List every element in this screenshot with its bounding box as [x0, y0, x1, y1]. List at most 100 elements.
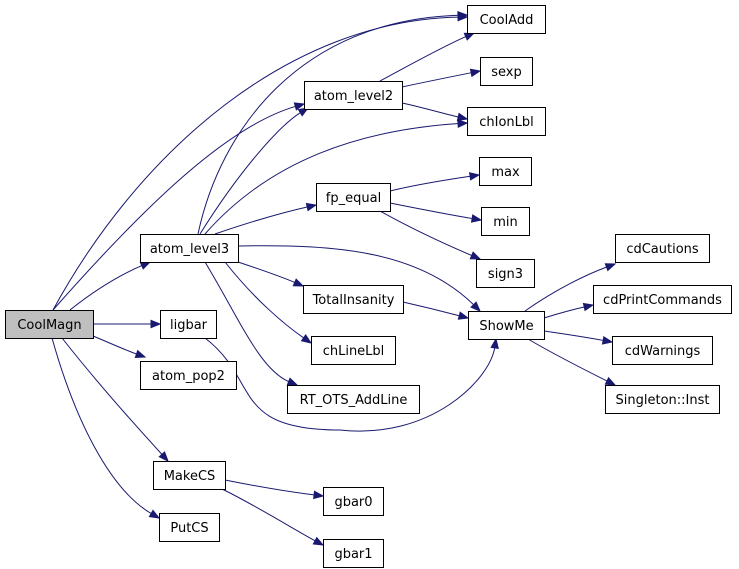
node-min[interactable]: min [481, 207, 530, 236]
node-label: min [493, 215, 518, 230]
node-box [323, 487, 384, 516]
node-label: gbar0 [334, 495, 372, 510]
edge-totalinsanity-to-showme [402, 301, 461, 317]
arrowhead-icon [305, 202, 318, 212]
node-label: chIonLbl [479, 115, 534, 130]
arrowhead-icon [457, 10, 469, 20]
edge-fp_equal-to-min [389, 202, 474, 220]
arrowhead-icon [312, 536, 325, 546]
node-cooladd[interactable]: CoolAdd [467, 5, 546, 34]
arrowhead-icon [158, 451, 169, 462]
node-box [467, 107, 546, 136]
edge-makecs-to-gbar0 [224, 479, 316, 496]
node-box [615, 234, 710, 263]
node-fp_equal[interactable]: fp_equal [316, 183, 391, 212]
node-label: RT_OTS_AddLine [300, 393, 408, 408]
node-label: cdPrintCommands [603, 293, 722, 308]
node-cdwarnings[interactable]: cdWarnings [612, 336, 713, 365]
node-box [311, 336, 396, 365]
edge-atom_level2-to-sexp [401, 72, 473, 88]
node-cdcautions[interactable]: cdCautions [615, 234, 710, 263]
arrowhead-icon [150, 319, 162, 329]
edge-atom_level3-to-chionlbl [204, 123, 460, 235]
arrowhead-icon [469, 68, 482, 78]
node-showme[interactable]: ShowMe [468, 311, 545, 340]
node-coolmagn[interactable]: CoolMagn [5, 310, 94, 339]
arrowhead-icon [457, 311, 470, 320]
node-box [479, 157, 532, 186]
node-atom_pop2[interactable]: atom_pop2 [140, 361, 237, 390]
node-label: MakeCS [164, 469, 216, 484]
node-cdprintcommands[interactable]: cdPrintCommands [593, 285, 732, 314]
edge-coolmagn-to-makecs [61, 337, 163, 456]
node-sign3[interactable]: sign3 [476, 259, 535, 288]
node-box [476, 259, 535, 288]
node-atom_level3[interactable]: atom_level3 [140, 234, 239, 263]
arrowhead-icon [470, 301, 481, 312]
node-label: max [491, 165, 520, 180]
edge-showme-to-cdcautions [524, 266, 608, 312]
node-label: fp_equal [326, 191, 381, 206]
arrowhead-icon [300, 334, 313, 344]
node-putcs[interactable]: PutCS [159, 513, 220, 542]
node-box [481, 207, 530, 236]
arrowhead-icon [313, 490, 325, 500]
edge-fp_equal-to-max [389, 175, 472, 192]
node-label: TotalInsanity [312, 293, 395, 308]
node-label: atom_level2 [314, 89, 393, 104]
node-label: atom_level3 [150, 242, 229, 257]
arrowhead-icon [293, 102, 306, 111]
node-atom_level2[interactable]: atom_level2 [304, 81, 403, 110]
node-label: atom_pop2 [152, 369, 225, 384]
node-gbar0[interactable]: gbar0 [323, 487, 384, 516]
arrowhead-icon [490, 337, 499, 350]
arrowhead-icon [463, 32, 476, 41]
edge-coolmagn-to-cooladd [52, 16, 460, 311]
node-box [323, 539, 384, 568]
node-label: cdWarnings [625, 344, 701, 359]
node-box [287, 385, 420, 414]
node-label: gbar1 [334, 547, 372, 562]
edge-atom_level3-to-fp_equal [214, 206, 309, 235]
arrowhead-icon [139, 261, 152, 270]
edge-atom_level2-to-cooladd [379, 35, 467, 82]
node-box [159, 513, 220, 542]
node-label: chLineLbl [323, 344, 385, 359]
node-label: cdCautions [626, 242, 699, 257]
node-box [612, 336, 713, 365]
node-chlinelbl[interactable]: chLineLbl [311, 336, 396, 365]
node-chionlbl[interactable]: chIonLbl [467, 107, 546, 136]
node-label: sexp [491, 65, 522, 80]
node-box [140, 361, 237, 390]
edge-coolmagn-to-atom_level2 [52, 105, 297, 311]
node-box [605, 385, 720, 414]
node-rt_ots_addline[interactable]: RT_OTS_AddLine [287, 385, 420, 414]
node-box [467, 5, 546, 34]
node-box [5, 310, 94, 339]
edge-atom_level3-to-atom_level2 [199, 111, 302, 235]
node-label: PutCS [170, 521, 208, 536]
node-makecs[interactable]: MakeCS [153, 461, 226, 490]
node-gbar1[interactable]: gbar1 [323, 539, 384, 568]
node-totalinsanity[interactable]: TotalInsanity [303, 285, 404, 314]
node-label: sign3 [488, 267, 523, 282]
node-label: ShowMe [479, 319, 533, 334]
edge-atom_level3-to-showme [237, 245, 475, 306]
node-box [303, 285, 404, 314]
edge-atom_level3-to-totalinsanity [237, 261, 296, 284]
node-sexp[interactable]: sexp [480, 57, 533, 86]
arrowhead-icon [286, 377, 299, 386]
node-singleton_inst[interactable]: Singleton::Inst [605, 385, 720, 414]
arrowhead-icon [601, 336, 614, 345]
node-box [468, 311, 545, 340]
node-max[interactable]: max [479, 157, 532, 186]
node-ligbar[interactable]: ligbar [160, 310, 217, 339]
node-box [153, 461, 226, 490]
edge-atom_level2-to-chionlbl [401, 102, 460, 118]
edge-atom_level3-to-cooladd [197, 14, 460, 235]
arrowhead-icon [468, 172, 481, 181]
arrowhead-icon [148, 509, 161, 519]
arrowhead-icon [469, 251, 482, 260]
edges-layer [51, 10, 617, 546]
